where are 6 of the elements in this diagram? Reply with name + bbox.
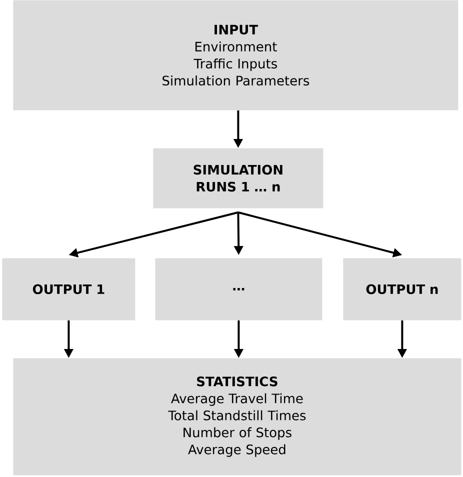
process-box: INPUT Environment Traffic Inputs Simulation Parameters [13, 0, 458, 110]
process-box: STATISTICS Average Travel Time Total Standstill Times Number of Stops Average Speed [13, 358, 462, 476]
process-box: SIMULATION RUNS 1 … n [153, 148, 324, 208]
process-box: … [155, 258, 322, 320]
process-box: OUTPUT 1 [2, 258, 136, 320]
process-box: OUTPUT n [343, 258, 462, 320]
